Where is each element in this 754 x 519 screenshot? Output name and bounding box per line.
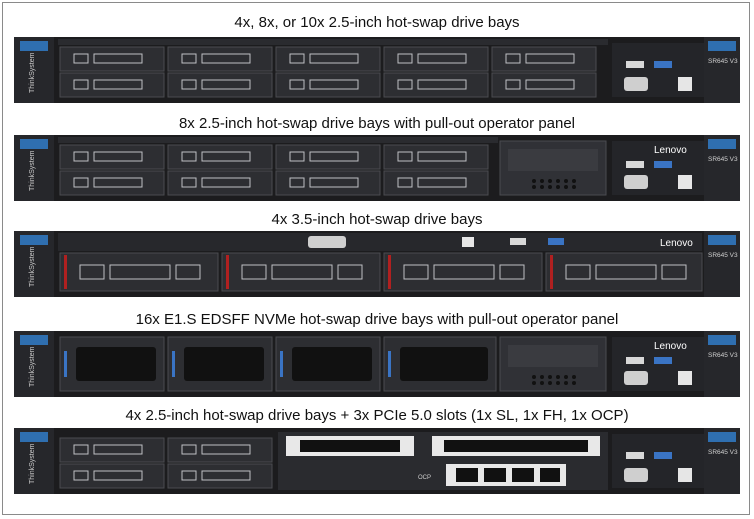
lenovo-logo: Lenovo [654, 145, 687, 156]
right-ear-blue-strip [708, 41, 736, 51]
ocp-label: OCP [418, 475, 431, 481]
qr-tag-icon [678, 175, 692, 189]
usb-port-icon [510, 238, 526, 245]
server-front-config-3: ThinkSystem Lenovo SR645 V3 [14, 231, 740, 297]
usb-port-icon [626, 452, 644, 459]
caption-config-5: 4x 2.5-inch hot-swap drive bays + 3x PCI… [125, 407, 629, 424]
usb3-port-icon [654, 357, 672, 364]
qr-tag-icon [678, 371, 692, 385]
qr-tag-icon [678, 468, 692, 482]
caption-config-1: 4x, 8x, or 10x 2.5-inch hot-swap drive b… [234, 14, 520, 31]
lenovo-logo: Lenovo [660, 238, 693, 249]
caption-config-3: 4x 3.5-inch hot-swap drive bays [271, 211, 483, 228]
model-label: SR645 V3 [708, 156, 738, 163]
usb3-port-icon [654, 61, 672, 68]
model-label: SR645 V3 [708, 252, 738, 259]
brand-label: ThinkSystem [29, 443, 36, 484]
usb3-port-icon [654, 452, 672, 459]
caption-config-2: 8x 2.5-inch hot-swap drive bays with pul… [178, 115, 576, 132]
server-front-config-1: ThinkSystem SR645 V3 [14, 37, 740, 103]
operator-panel-slot [508, 149, 598, 171]
qr-tag-icon [678, 77, 692, 91]
vga-port-icon [624, 371, 648, 385]
left-ear-blue-strip [20, 41, 48, 51]
brand-label: ThinkSystem [29, 346, 36, 387]
vga-port-icon [308, 236, 346, 248]
model-label: SR645 V3 [708, 58, 738, 65]
vga-port-icon [624, 468, 648, 482]
server-front-config-5: ThinkSystem OCP SR645 V3 [14, 428, 740, 494]
brand-label: ThinkSystem [29, 246, 36, 287]
usb-port-icon [626, 61, 644, 68]
usb3-port-icon [548, 238, 564, 245]
model-label: SR645 V3 [708, 449, 738, 456]
server-front-config-4: ThinkSystem Lenovo SR645 V3 [14, 331, 740, 397]
model-label: SR645 V3 [708, 352, 738, 359]
vga-port-icon [624, 77, 648, 91]
usb3-port-icon [654, 161, 672, 168]
lenovo-logo: Lenovo [654, 341, 687, 352]
usb-port-icon [626, 161, 644, 168]
brand-label: ThinkSystem [29, 52, 36, 93]
server-front-config-2: ThinkSystem Lenovo SR64 [14, 135, 740, 201]
qr-tag-icon [462, 237, 474, 247]
brand-label: ThinkSystem [29, 150, 36, 191]
caption-config-4: 16x E1.S EDSFF NVMe hot-swap drive bays … [135, 311, 619, 328]
vga-port-icon [624, 175, 648, 189]
usb-port-icon [626, 357, 644, 364]
